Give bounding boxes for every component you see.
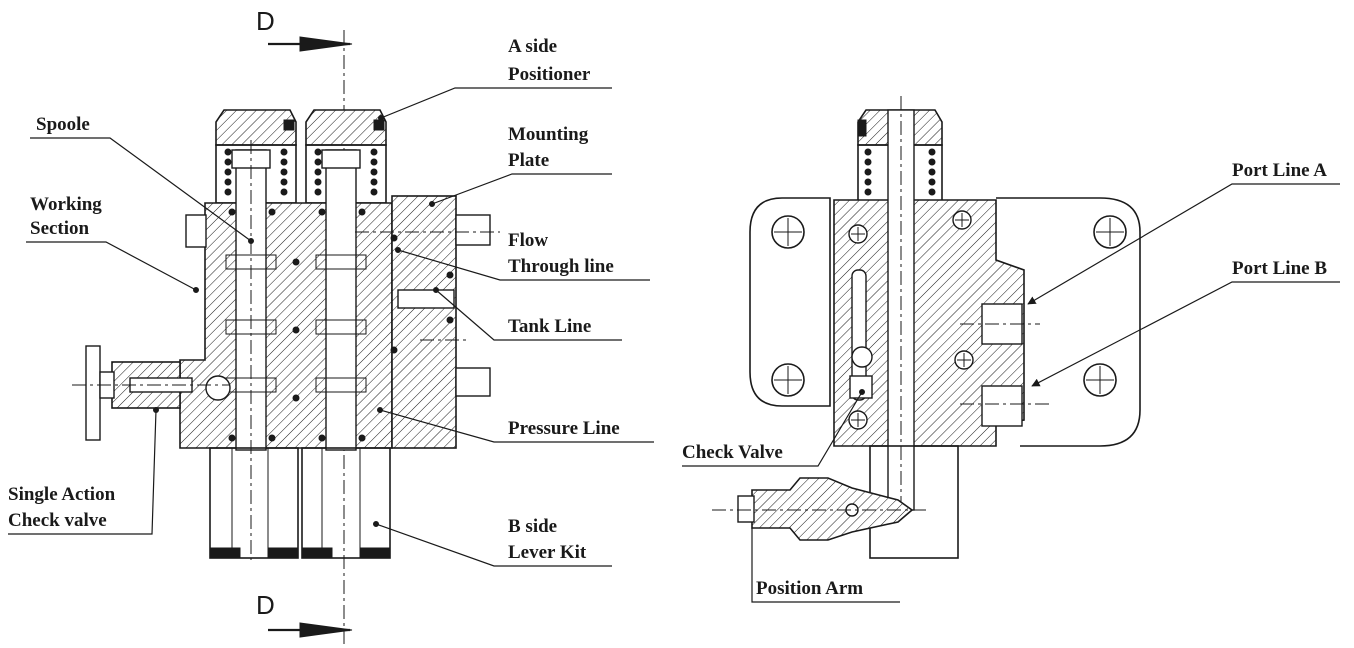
label-working-2: Section xyxy=(30,218,90,239)
leader-flow xyxy=(397,249,650,281)
leader-single xyxy=(8,409,157,535)
seal-bottom-2 xyxy=(267,547,299,559)
label-mounting-1: Mounting xyxy=(508,124,589,145)
section-mark-bottom: D xyxy=(256,590,275,620)
label-flow-1: Flow xyxy=(508,230,548,251)
mounting-plate xyxy=(391,195,457,449)
leader-port-b xyxy=(1031,281,1340,387)
section-mark-top: D xyxy=(256,6,275,36)
port-b-fitting xyxy=(981,385,1023,427)
label-port-b: Port Line B xyxy=(1232,258,1327,279)
spool-2-head xyxy=(321,149,361,169)
seal-2 xyxy=(373,119,385,131)
section-arrow-head-bottom xyxy=(299,622,353,638)
leader-position-arm xyxy=(751,528,900,603)
seal-bottom-3 xyxy=(301,547,333,559)
leader-port-a xyxy=(1027,183,1340,305)
o-ring-seals xyxy=(228,208,454,442)
label-single-1: Single Action xyxy=(8,484,116,505)
lever-kit-1 xyxy=(209,447,299,559)
seal-bottom-1 xyxy=(209,547,241,559)
check-valve-flange xyxy=(85,345,101,441)
position-arm xyxy=(751,477,914,541)
valve-section-view-left: D D xyxy=(72,6,500,648)
lever-kit-2 xyxy=(301,447,391,559)
right-stud-top xyxy=(455,214,491,246)
tank-channel xyxy=(397,289,455,309)
label-flow-2: Through line xyxy=(508,256,614,277)
section-arrow-head-top xyxy=(299,36,353,52)
seal-1 xyxy=(283,119,295,131)
label-b-side-1: B side xyxy=(508,516,557,537)
leader-a-side xyxy=(380,87,612,119)
mounting-plate-outline-right xyxy=(996,197,1141,447)
label-working-1: Working xyxy=(30,194,102,215)
mounting-plate-outline-left xyxy=(749,197,831,407)
valve-side-view-right xyxy=(712,96,1141,559)
left-labels: A side Positioner Spoole Mounting Plate … xyxy=(8,36,654,567)
label-pressure: Pressure Line xyxy=(508,418,620,439)
check-ball xyxy=(205,375,231,401)
label-check-valve: Check Valve xyxy=(682,442,783,463)
springs xyxy=(224,148,378,196)
label-spoole: Spoole xyxy=(36,114,90,135)
leader-working xyxy=(26,241,197,291)
position-arm-nut xyxy=(737,495,755,523)
label-position-arm: Position Arm xyxy=(756,578,863,599)
label-a-side-2: Positioner xyxy=(508,64,591,85)
label-single-2: Check valve xyxy=(8,510,107,531)
label-a-side-1: A side xyxy=(508,36,557,57)
mounting-bolts xyxy=(771,215,1127,397)
leader-spoole xyxy=(30,137,252,242)
label-port-a: Port Line A xyxy=(1232,160,1327,181)
right-labels: Port Line A Port Line B Check Valve Posi… xyxy=(682,160,1340,603)
check-seat-right xyxy=(849,375,873,399)
label-b-side-2: Lever Kit xyxy=(508,542,587,563)
right-stud-bottom xyxy=(455,367,491,397)
left-stud xyxy=(185,214,207,248)
leader-check-valve xyxy=(682,391,863,467)
label-mounting-2: Plate xyxy=(508,150,549,171)
label-tank: Tank Line xyxy=(508,316,591,337)
leader-tank xyxy=(435,289,622,341)
seal-bottom-4 xyxy=(359,547,391,559)
leader-b-side xyxy=(375,523,612,567)
leader-pressure xyxy=(379,409,654,443)
leader-mounting xyxy=(431,173,612,205)
working-section-body xyxy=(179,202,393,449)
check-ball-right xyxy=(851,346,873,368)
spool-2 xyxy=(325,149,357,451)
